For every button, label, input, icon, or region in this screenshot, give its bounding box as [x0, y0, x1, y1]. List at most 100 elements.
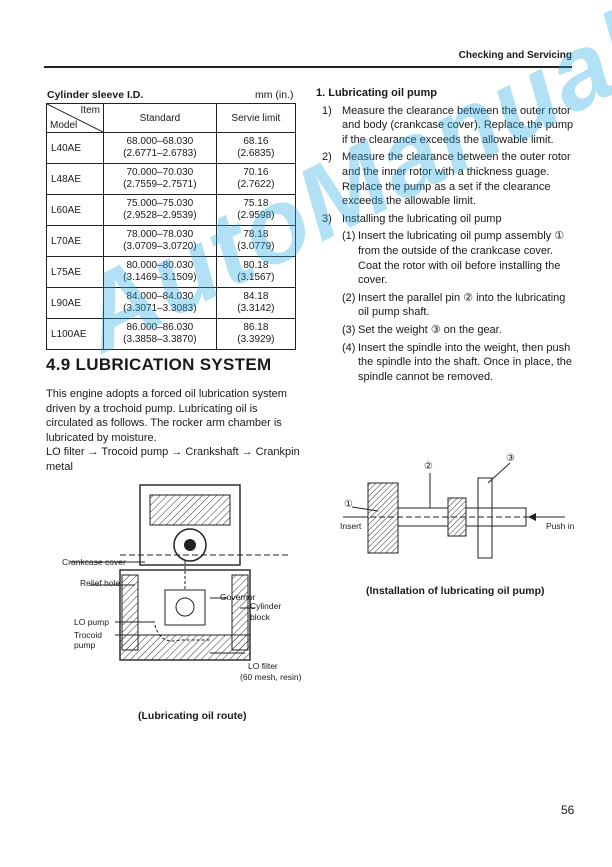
table-caption: Cylinder sleeve I.D. [47, 89, 144, 101]
standard-in: (3.3071–3.3083) [123, 303, 197, 314]
step-text: Measure the clearance between the outer … [342, 151, 571, 208]
section-intro: This engine adopts a forced oil lubricat… [46, 388, 287, 444]
standard-mm: 86.000–86.030 [126, 322, 194, 333]
step-item: 1) Measure the clearance between the oute… [316, 104, 578, 148]
label-relief-hole: Relief hole [80, 578, 121, 588]
substep-item: (3)Set the weight ③ on the gear. [316, 323, 578, 338]
standard-mm: 78.000–78.030 [126, 229, 194, 240]
substep-text: Insert the lubricating oil pump assembly… [358, 230, 565, 287]
callout-1: ① [344, 499, 353, 510]
limit-cell: 70.16(2.7622) [215, 163, 297, 195]
limit-mm: 70.16 [243, 167, 269, 178]
model-cell: L48AE [46, 163, 104, 195]
substep-item: (2)Insert the parallel pin ② into the lu… [316, 291, 578, 320]
label-trocoid-pump-2: pump [74, 640, 96, 650]
label-trocoid-pump-1: Trocoid [74, 630, 103, 640]
pump-heading: 1. Lubricating oil pump [316, 87, 437, 99]
standard-cell: 70.000–70.030(2.7559–2.7571) [103, 163, 217, 195]
limit-in: (2.7622) [237, 179, 275, 190]
model-cell: L100AE [46, 318, 104, 350]
page-header-title: Checking and Servicing [458, 50, 572, 61]
label-cylinder-block-2: block [250, 612, 270, 622]
substep-number: (4) [342, 341, 356, 354]
step-number: 1) [322, 104, 332, 117]
substep-item: (4)Insert the spindle into the weight, t… [316, 341, 578, 385]
step-number: 2) [322, 151, 332, 164]
standard-in: (3.3858–3.3870) [123, 334, 197, 345]
caption-oil-route: (Lubricating oil route) [138, 710, 247, 722]
caption-pump-installation: (Installation of lubricating oil pump) [366, 585, 545, 597]
limit-cell: 78.18(3.0779) [215, 225, 297, 257]
standard-in: (3.0709–3.0720) [123, 241, 197, 252]
diagonal-line [47, 104, 103, 132]
limit-in: (3.1567) [237, 272, 275, 283]
step-number: 3) [322, 212, 332, 225]
label-crankcase-cover: Crankcase cover [62, 557, 126, 567]
model-cell: L40AE [46, 132, 104, 164]
substep-number: (2) [342, 291, 356, 304]
standard-cell: 86.000–86.030(3.3858–3.3870) [103, 318, 217, 350]
limit-in: (2.6835) [237, 148, 275, 159]
table-header-row: Item Model Standard Servie limit [46, 103, 297, 133]
standard-cell: 78.000–78.030(3.0709–3.0720) [103, 225, 217, 257]
limit-in: (3.3142) [237, 303, 275, 314]
limit-mm: 68.16 [243, 136, 269, 147]
table-corner-cell: Item Model [46, 103, 104, 133]
standard-cell: 84.000–84.030(3.3071–3.3083) [103, 287, 217, 319]
standard-in: (2.9528–2.9539) [123, 210, 197, 221]
substep-text: Insert the parallel pin ② into the lubri… [358, 291, 566, 319]
label-mesh: (60 mesh, resin) [240, 672, 302, 682]
limit-cell: 80.18(3.1567) [215, 256, 297, 288]
substep-text: Insert the spindle into the weight, then… [358, 341, 573, 383]
standard-cell: 75.000–75.030(2.9528–2.9539) [103, 194, 217, 226]
label-governor: Governor [220, 592, 256, 602]
model-cell: L75AE [46, 256, 104, 288]
step-item: 3) Installing the lubricating oil pump [316, 212, 578, 227]
col-limit-header: Servie limit [215, 103, 297, 133]
standard-mm: 84.000–84.030 [126, 291, 194, 302]
substep-number: (1) [342, 230, 356, 243]
label-cylinder-block-1: Cylinder [250, 601, 282, 611]
oil-route-drawing [70, 484, 290, 661]
limit-in: (2.9598) [237, 210, 275, 221]
step-item: 2) Measure the clearance between the oute… [316, 150, 578, 208]
step-text: Measure the clearance between the outer … [342, 104, 574, 146]
corner-model-label: Model [50, 120, 78, 131]
limit-in: (3.3929) [237, 334, 275, 345]
table-unit: mm (in.) [255, 89, 294, 101]
oil-route-diagram: Crankcase cover Relief hole Governor Cyl… [60, 475, 310, 690]
limit-mm: 86.18 [243, 322, 269, 333]
page-number: 56 [561, 803, 575, 817]
substep-item: (1)Insert the lubricating oil pump assem… [316, 229, 578, 287]
substep-number: (3) [342, 323, 356, 336]
pump-instructions: 1. Lubricating oil pump 1) Measure the cl… [316, 86, 578, 387]
limit-mm: 75.18 [243, 198, 269, 209]
pump-installation-drawing [343, 462, 568, 559]
limit-cell: 68.16(2.6835) [215, 132, 297, 164]
corner-item-label: Item [80, 105, 100, 116]
standard-mm: 75.000–75.030 [126, 198, 194, 209]
step-text: Installing the lubricating oil pump [342, 212, 502, 225]
standard-mm: 68.000–68.030 [126, 136, 194, 147]
model-cell: L70AE [46, 225, 104, 257]
label-push-in: Push in [546, 521, 575, 531]
standard-mm: 70.000–70.030 [126, 167, 194, 178]
label-lo-filter: LO filter [248, 661, 278, 671]
limit-mm: 80.18 [243, 260, 269, 271]
substep-text: Set the weight ③ on the gear. [358, 323, 502, 336]
standard-mm: 80.000–80.030 [126, 260, 194, 271]
standard-cell: 68.000–68.030(2.6771–2.6783) [103, 132, 217, 164]
model-cell: L90AE [46, 287, 104, 319]
standard-in: (2.6771–2.6783) [123, 148, 197, 159]
limit-cell: 86.18(3.3929) [215, 318, 297, 350]
limit-cell: 84.18(3.3142) [215, 287, 297, 319]
